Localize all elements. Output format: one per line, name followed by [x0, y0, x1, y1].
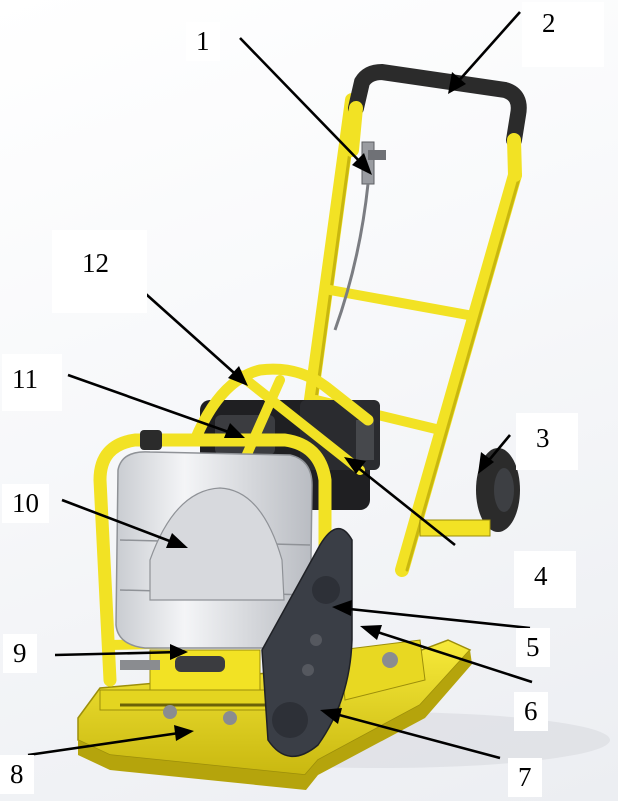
arrow-head-6 — [360, 625, 382, 640]
callout-9: 9 — [3, 634, 37, 673]
arrow-head-12 — [228, 366, 248, 386]
belt-guard — [261, 528, 353, 758]
arrow-head-4 — [344, 457, 366, 474]
arrow-head-11 — [224, 423, 245, 438]
leader-line-4 — [351, 461, 456, 547]
callout-1: 1 — [186, 22, 220, 61]
leader-line-11 — [67, 373, 238, 437]
leader-line-12 — [127, 277, 243, 381]
arrow-heads — [166, 72, 494, 741]
water-tank — [115, 430, 313, 649]
arrow-head-3 — [478, 452, 494, 474]
arrow-head-5 — [332, 600, 352, 616]
arrow-head-2 — [448, 72, 466, 94]
vibrator-housing — [120, 649, 261, 691]
arrow-head-1 — [352, 153, 372, 175]
callout-12: 12 — [52, 230, 147, 313]
arrow-head-10 — [166, 533, 188, 548]
callout-4: 4 — [514, 551, 576, 608]
leader-line-6 — [367, 627, 533, 684]
leader-lines — [27, 11, 533, 760]
callout-7: 7 — [508, 758, 542, 797]
arrow-head-9 — [170, 644, 188, 660]
callout-2: 2 — [522, 2, 604, 67]
leader-line-1 — [239, 37, 367, 169]
callout-11: 11 — [2, 354, 62, 411]
callout-3: 3 — [516, 413, 578, 470]
callout-6: 6 — [514, 692, 548, 731]
leader-line-10 — [61, 498, 181, 547]
leader-line-7 — [327, 710, 501, 760]
callout-5: 5 — [516, 628, 550, 667]
callout-8: 8 — [0, 755, 34, 794]
arrow-head-8 — [174, 725, 194, 741]
guide-handle — [293, 63, 527, 577]
arrow-head-7 — [320, 708, 342, 724]
leader-line-8 — [27, 730, 187, 757]
leader-line-2 — [454, 11, 521, 86]
leader-line-5 — [339, 606, 531, 630]
leader-line-9 — [54, 650, 181, 657]
callout-10: 10 — [2, 484, 49, 523]
